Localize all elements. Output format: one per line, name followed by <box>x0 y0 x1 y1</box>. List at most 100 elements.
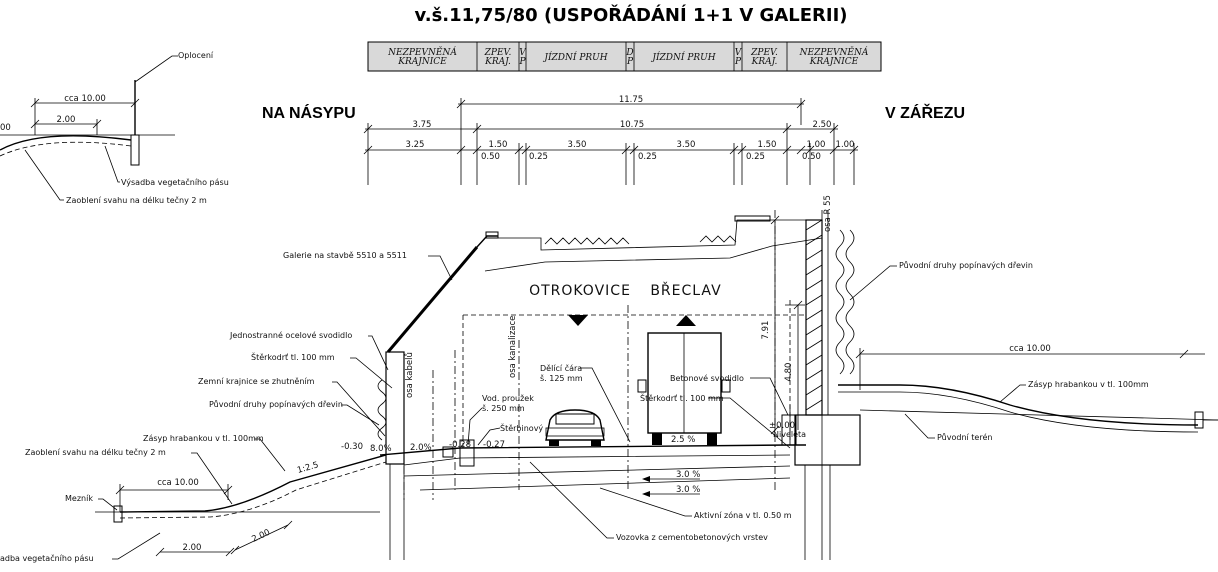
arrow-up-icon <box>676 315 696 326</box>
labels-right: Původní druhy popínavých dřevin Zásyp hr… <box>849 260 1149 442</box>
slope-annotations: -0.30 8.0% 2.0% -0.28 -0.27 2.5 % 3.0 % … <box>341 316 700 497</box>
table-cell-text: KRAJNICE <box>809 57 859 67</box>
label-zemni-krajnice: Zemní krajnice se zhutněním <box>198 377 315 386</box>
table-cell-text: V <box>519 48 527 58</box>
dim-2-50: 2.50 <box>813 120 832 130</box>
right-terrain: cca 10.00 <box>835 229 1218 433</box>
slope-2-5: 2.5 % <box>671 435 695 445</box>
label-vozovka: Vozovka z cementobetonových vrstev <box>616 533 768 542</box>
label-puvodni-teren: Původní terén <box>937 432 992 442</box>
dimension-lines-top: 11.75 3.75 10.75 2.50 <box>363 95 859 185</box>
height-dimensions: 7.91 4.80 ±0.00 Niveleta osa R 55 <box>761 195 833 439</box>
side-label-na-nasypu: NA NÁSYPU <box>262 103 356 122</box>
dim-10-75: 10.75 <box>620 120 644 130</box>
dim-2-00-top: 2.00 <box>57 115 76 125</box>
label-sterbinovy: Štěrbinový <box>500 422 543 433</box>
table-cell-text: P <box>734 57 742 67</box>
label-zaobleni-top: Zaoblení svahu na délku tečny 2 m <box>66 195 207 205</box>
level-minus-030: -0.30 <box>341 442 363 452</box>
table-cell-text: V <box>735 48 743 58</box>
fence-detail: cca 10.00 2.00 00 Oplocení Výsadba veget… <box>0 51 229 205</box>
table-cell-text: P <box>518 57 526 67</box>
dim-2-00-bottom-a: 2.00 <box>183 543 202 553</box>
dim-0-25-b: 0.25 <box>638 152 657 162</box>
dim-1-00-right: 1.00 <box>836 140 855 150</box>
dim-3-50-right: 3.50 <box>677 140 696 150</box>
table-cell-text: ZPEV. <box>484 48 512 58</box>
label-betonove-svodidlo: Betonové svodidlo <box>670 373 744 383</box>
label-delici-cara-1: Dělící čára <box>540 363 582 373</box>
dim-cca-10-top: cca 10.00 <box>64 94 106 104</box>
dim-2-00-bottom-b: 2.00 <box>250 528 271 545</box>
axis-osa-kabelu: osa kabelů <box>404 352 415 398</box>
vehicles <box>545 332 731 446</box>
dim-3-50-left: 3.50 <box>568 140 587 150</box>
label-puvodni-dreviny-right: Původní druhy popínavých dřevin <box>899 260 1033 270</box>
label-vysadba-top: Výsadba vegetačního pásu <box>121 177 229 187</box>
dim-4-80: 4.80 <box>784 363 794 382</box>
side-label-v-zarezu: V ZÁŘEZU <box>885 103 965 122</box>
dim-1-00-left: 1.00 <box>807 140 826 150</box>
label-sterkodrt-left: Štěrkodrť tl. 100 mm <box>251 351 335 362</box>
labels-left: Galerie na stavbě 5510 a 5511 Jednostran… <box>0 251 453 563</box>
drawing-title: v.š.11,75/80 (USPOŘÁDÁNÍ 1+1 V GALERII) <box>414 4 847 26</box>
dim-cca-10-right: cca 10.00 <box>1009 344 1051 354</box>
level-minus-027: -0.27 <box>483 440 505 450</box>
axis-osa-r55: osa R 55 <box>823 195 833 232</box>
label-vod-prouzek-1: Vod. proužek <box>482 394 534 403</box>
table-cell-text: KRAJNICE <box>397 57 447 67</box>
label-puvodni-dreviny-left: Původní druhy popínavých dřevin <box>209 399 343 409</box>
table-cell-text: KRAJ. <box>484 57 511 67</box>
dim-cca-10-bottom: cca 10.00 <box>157 478 199 488</box>
label-svodidlo-ocel: Jednostranné ocelové svodidlo <box>229 330 352 340</box>
slope-3-0-b: 3.0 % <box>676 485 700 495</box>
label-delici-cara-2: š. 125 mm <box>540 373 583 383</box>
label-galerie: Galerie na stavbě 5510 a 5511 <box>283 251 407 260</box>
table-cell-text: KRAJ. <box>751 57 778 67</box>
table-cell-text: NEZPEVNĚNÁ <box>799 46 869 58</box>
niveleta-label: Niveleta <box>773 430 806 439</box>
table-cell-text: D <box>625 48 633 58</box>
dim-00-cut: 00 <box>0 123 11 133</box>
label-aktivni-zona: Aktivní zóna v tl. 0.50 m <box>694 510 792 520</box>
arrow-down-icon <box>568 315 588 326</box>
axis-osa-kanalizace: osa kanalizace <box>508 316 518 378</box>
slope-2-0: 2.0% <box>410 443 432 453</box>
directions: OTROKOVICE BŘECLAV <box>529 282 721 326</box>
table-cell-text: P <box>626 57 634 67</box>
roadway <box>379 405 806 491</box>
table-cell-text: NEZPEVNĚNÁ <box>387 46 457 58</box>
label-zasyp-left: Zásyp hrabankou v tl. 100mm <box>143 434 264 443</box>
slope-3-0-a: 3.0 % <box>676 470 700 480</box>
label-sterkodrt-right: Štěrkodrť tl. 100 mm <box>640 392 724 403</box>
slope-8-0: 8.0% <box>370 444 392 454</box>
direction-breclav: BŘECLAV <box>650 282 721 299</box>
dim-1-50-right: 1.50 <box>758 140 777 150</box>
label-oploceni: Oplocení <box>178 51 214 60</box>
label-zasyp-right: Zásyp hrabankou v tl. 100mm <box>1028 380 1149 389</box>
dim-3-75: 3.75 <box>413 120 432 130</box>
label-vysadba-bottom: adba vegetačního pásu <box>0 553 94 563</box>
table-cell-text: ZPEV. <box>750 48 778 58</box>
label-vod-prouzek-2: š. 250 mm <box>482 403 525 413</box>
dim-0-50-left: 0.50 <box>481 152 500 162</box>
dim-0-25-a: 0.25 <box>529 152 548 162</box>
label-zaobleni-bottom: Zaoblení svahu na délku tečny 2 m <box>25 447 166 457</box>
dim-3-25: 3.25 <box>406 140 425 150</box>
left-embankment: cca 10.00 2.00 2.00 1:2.5 <box>95 379 387 557</box>
dim-11-75: 11.75 <box>619 95 643 105</box>
dim-1-50-left: 1.50 <box>489 140 508 150</box>
slope-1-2-5: 1:2.5 <box>296 460 320 476</box>
labels-center: Dělící čára š. 125 mm Vod. proužek š. 25… <box>467 363 792 542</box>
table-cell-text: JÍZDNÍ PRUH <box>542 51 607 63</box>
level-minus-028: -0.28 <box>449 440 471 450</box>
gallery-structure <box>385 210 861 560</box>
dim-0-50-right: 0.50 <box>802 152 821 162</box>
direction-otrokovice: OTROKOVICE <box>529 283 631 299</box>
label-meznik: Mezník <box>65 494 93 503</box>
table-cell-text: JÍZDNÍ PRUH <box>650 51 715 63</box>
dim-0-25-c: 0.25 <box>746 152 765 162</box>
zero-level: ±0.00 <box>769 421 795 431</box>
